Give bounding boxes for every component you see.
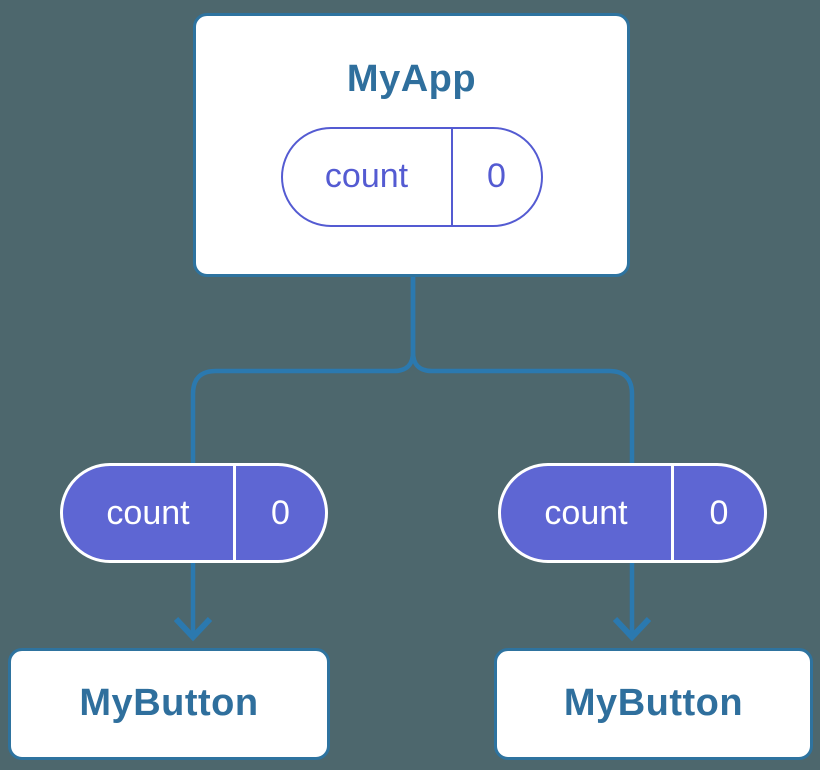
state-value: 0 [487, 157, 506, 196]
state-value: 0 [709, 493, 729, 532]
root-state-pill: count 0 [280, 126, 543, 227]
branch-connector-right [410, 277, 635, 634]
root-component-title: MyApp [346, 58, 477, 100]
state-name-label: count [283, 128, 453, 225]
root-component-card: MyApp count 0 [193, 13, 630, 277]
branch-connector-left [190, 277, 416, 634]
state-value: 0 [271, 493, 290, 532]
child-component-card: MyButton [8, 648, 330, 760]
child-state-pill: count 0 [498, 463, 767, 563]
child-component-title: MyButton [563, 682, 744, 725]
arrow-down-icon [612, 616, 652, 642]
child-component-card: MyButton [494, 648, 813, 760]
state-name-label: count [63, 466, 236, 560]
arrow-down-icon [173, 616, 213, 642]
child-state-pill: count 0 [60, 463, 328, 563]
state-name-label: count [501, 466, 674, 560]
child-component-title: MyButton [79, 682, 259, 725]
